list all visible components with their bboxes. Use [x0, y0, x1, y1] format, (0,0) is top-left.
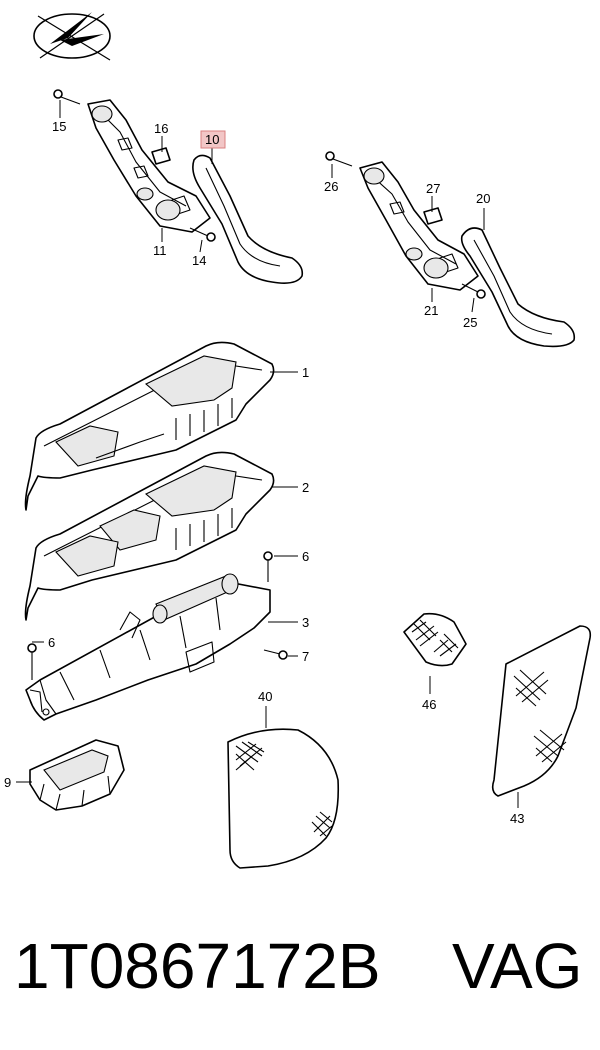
- callout-26[interactable]: 26: [324, 179, 338, 194]
- callout-1[interactable]: 1: [302, 365, 309, 380]
- panel-43: [491, 625, 592, 797]
- callout-14[interactable]: 14: [192, 253, 206, 268]
- callout-6-right[interactable]: 6: [302, 549, 309, 564]
- callout-43[interactable]: 43: [510, 811, 524, 826]
- callout-3[interactable]: 3: [302, 615, 309, 630]
- callout-16[interactable]: 16: [154, 121, 168, 136]
- callout-11[interactable]: 11: [153, 243, 167, 258]
- door-grip-10: [192, 154, 304, 284]
- switch-panel-1: [24, 341, 275, 511]
- compass-logo-icon: [33, 12, 111, 61]
- mesh-pattern: [235, 741, 333, 837]
- screw-6-left: [27, 643, 37, 680]
- screw-15: [53, 89, 81, 105]
- callout-25[interactable]: 25: [463, 315, 477, 330]
- callout-20[interactable]: 20: [476, 191, 490, 206]
- callout-15[interactable]: 15: [52, 119, 66, 134]
- callout-21[interactable]: 21: [424, 303, 438, 318]
- panel-40: [227, 728, 340, 869]
- switch-panel-2: [24, 451, 275, 621]
- clip-16: [151, 147, 171, 165]
- bracket-11: [87, 99, 211, 233]
- bracket-21: [359, 161, 479, 291]
- switch-trim-9: [29, 739, 125, 811]
- pad-46: [403, 612, 467, 667]
- callout-2[interactable]: 2: [302, 480, 309, 495]
- callout-46[interactable]: 46: [422, 697, 436, 712]
- callout-10[interactable]: 10: [205, 132, 219, 147]
- screw-7: [263, 649, 288, 660]
- callout-6-left[interactable]: 6: [48, 635, 55, 650]
- callout-27[interactable]: 27: [426, 181, 440, 196]
- screw-26: [325, 151, 353, 167]
- carrier-frame-3: [25, 573, 271, 721]
- callout-9[interactable]: 9: [4, 775, 11, 790]
- callout-40[interactable]: 40: [258, 689, 272, 704]
- part-number: 1T0867172B: [14, 930, 381, 1002]
- callout-7[interactable]: 7: [302, 649, 309, 664]
- clip-27: [423, 207, 443, 225]
- screw-25: [461, 283, 486, 299]
- highlight-box-10: [200, 130, 226, 149]
- brand-label: VAG: [452, 930, 582, 1002]
- leader-lines: [16, 100, 519, 808]
- door-grip-20: [460, 227, 576, 348]
- screw-14: [189, 227, 216, 242]
- screw-6-right: [263, 551, 273, 582]
